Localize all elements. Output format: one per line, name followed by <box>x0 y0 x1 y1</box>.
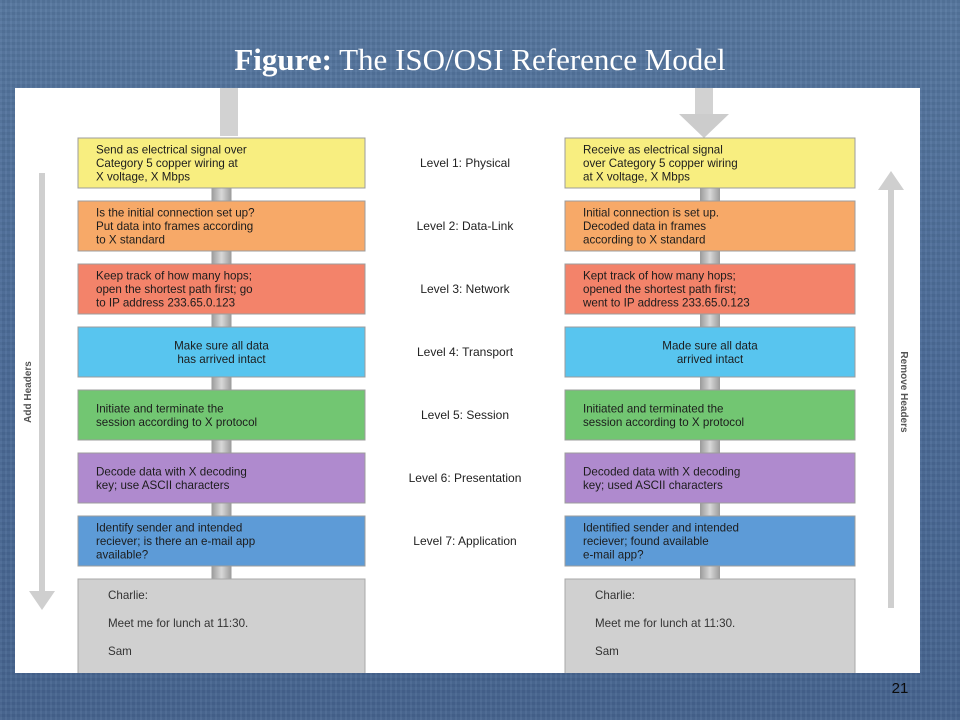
connector-right-7 <box>700 566 720 579</box>
level-7-right-text: Identified sender and intended <box>583 522 739 535</box>
level-2-label: Level 2: Data-Link <box>417 219 515 233</box>
level-7-right-box <box>564 515 856 567</box>
connector-right-4 <box>700 377 720 390</box>
slide-number: 21 <box>891 680 909 697</box>
level-5-left-box <box>77 389 366 441</box>
message-right-line: Meet me for lunch at 11:30. <box>595 617 735 630</box>
level-1-right-box <box>564 137 856 189</box>
message-left-box <box>77 578 366 673</box>
title-bold-part: Figure: <box>234 42 332 77</box>
level-1-left-text: X voltage, X Mbps <box>96 171 190 184</box>
connector-left-6 <box>211 503 232 516</box>
message-right-box <box>564 578 856 673</box>
level-3-left-text: Keep track of how many hops; <box>96 270 252 283</box>
remove-headers-arrowhead <box>878 171 904 190</box>
top-pipe-right <box>695 88 713 116</box>
message-left-line: Meet me for lunch at 11:30. <box>108 617 248 630</box>
add-headers-arrow-shaft <box>39 173 45 593</box>
level-4-right-text: Made sure all data <box>662 339 758 352</box>
add-headers-arrowhead <box>29 591 55 610</box>
level-2-left-box <box>77 200 366 252</box>
slide-title: Figure: The ISO/OSI Reference Model <box>0 38 960 82</box>
level-3-left-text: open the shortest path first; go <box>96 283 253 296</box>
level-1-right-text: Receive as electrical signal <box>583 144 723 157</box>
level-5-label: Level 5: Session <box>421 408 509 422</box>
level-3-right-text: opened the shortest path first; <box>583 283 736 296</box>
message-right-line: Sam <box>595 645 619 658</box>
level-4-right-box <box>564 326 856 378</box>
message-right-line: Charlie: <box>595 589 635 602</box>
level-2-right-text: Decoded data in frames <box>583 220 706 233</box>
connector-left-2 <box>211 251 232 264</box>
level-7-left-text: reciever; is there an e-mail app <box>96 535 255 548</box>
level-2-left-text: Is the initial connection set up? <box>96 207 255 220</box>
connector-right-2 <box>700 251 720 264</box>
level-6-right-box <box>564 452 856 504</box>
level-3-right-box <box>564 263 856 315</box>
level-3-label: Level 3: Network <box>420 282 510 296</box>
level-6-left-box <box>77 452 366 504</box>
level-4-right-text: arrived intact <box>677 353 744 366</box>
level-5-left-text: Initiate and terminate the <box>96 402 224 415</box>
message-left-line: Sam <box>108 645 132 658</box>
level-2-right-text: Initial connection is set up. <box>583 207 719 220</box>
level-4-label: Level 4: Transport <box>417 345 514 359</box>
level-5-right-text: session according to X protocol <box>583 416 744 429</box>
level-7-right-text: e-mail app? <box>583 549 644 562</box>
level-7-left-text: Identify sender and intended <box>96 522 242 535</box>
level-2-left-text: Put data into frames according <box>96 220 253 233</box>
level-6-right-text: key; used ASCII characters <box>583 479 723 492</box>
level-1-label: Level 1: Physical <box>420 156 510 170</box>
level-3-left-text: to IP address 233.65.0.123 <box>96 297 235 310</box>
level-3-right-text: went to IP address 233.65.0.123 <box>582 297 750 310</box>
message-left-line: Charlie: <box>108 589 148 602</box>
level-2-right-text: according to X standard <box>583 234 705 247</box>
level-5-left-text: session according to X protocol <box>96 416 257 429</box>
add-headers-label: Add Headers <box>23 361 34 423</box>
level-1-left-text: Category 5 copper wiring at <box>96 157 239 170</box>
top-pipe-arrowhead <box>679 114 729 138</box>
level-1-left-text: Send as electrical signal over <box>96 144 247 157</box>
level-7-left-text: available? <box>96 549 149 562</box>
connector-right-5 <box>700 440 720 453</box>
level-2-left-text: to X standard <box>96 234 165 247</box>
connector-left-7 <box>211 566 232 579</box>
level-5-right-box <box>564 389 856 441</box>
level-6-left-text: Decode data with X decoding <box>96 465 247 478</box>
remove-headers-label: Remove Headers <box>898 351 909 433</box>
level-7-label: Level 7: Application <box>413 534 516 548</box>
level-6-right-text: Decoded data with X decoding <box>583 465 740 478</box>
level-7-right-text: reciever; found available <box>583 535 709 548</box>
osi-diagram: Add Headers Remove Headers Send as elect… <box>15 88 920 673</box>
level-4-left-text: has arrived intact <box>177 353 266 366</box>
level-2-right-box <box>564 200 856 252</box>
osi-diagram-canvas: Add Headers Remove Headers Send as elect… <box>23 88 909 673</box>
connector-left-5 <box>211 440 232 453</box>
level-6-label: Level 6: Presentation <box>409 471 522 485</box>
level-4-left-text: Make sure all data <box>174 339 269 352</box>
level-6-left-text: key; use ASCII characters <box>96 479 230 492</box>
level-5-right-text: Initiated and terminated the <box>583 402 724 415</box>
connector-right-1 <box>700 188 720 201</box>
level-7-left-box <box>77 515 366 567</box>
level-1-right-text: over Category 5 copper wiring <box>583 157 738 170</box>
connector-right-6 <box>700 503 720 516</box>
level-3-left-box <box>77 263 366 315</box>
connector-left-3 <box>211 314 232 327</box>
connector-left-1 <box>211 188 232 201</box>
level-1-right-text: at X voltage, X Mbps <box>583 171 690 184</box>
title-rest-part: The ISO/OSI Reference Model <box>339 42 726 77</box>
remove-headers-arrow-shaft <box>888 188 894 608</box>
level-4-left-box <box>77 326 366 378</box>
level-1-left-box <box>77 137 366 189</box>
level-3-right-text: Kept track of how many hops; <box>583 270 736 283</box>
top-pipe-left <box>220 88 238 136</box>
connector-right-3 <box>700 314 720 327</box>
connector-left-4 <box>211 377 232 390</box>
